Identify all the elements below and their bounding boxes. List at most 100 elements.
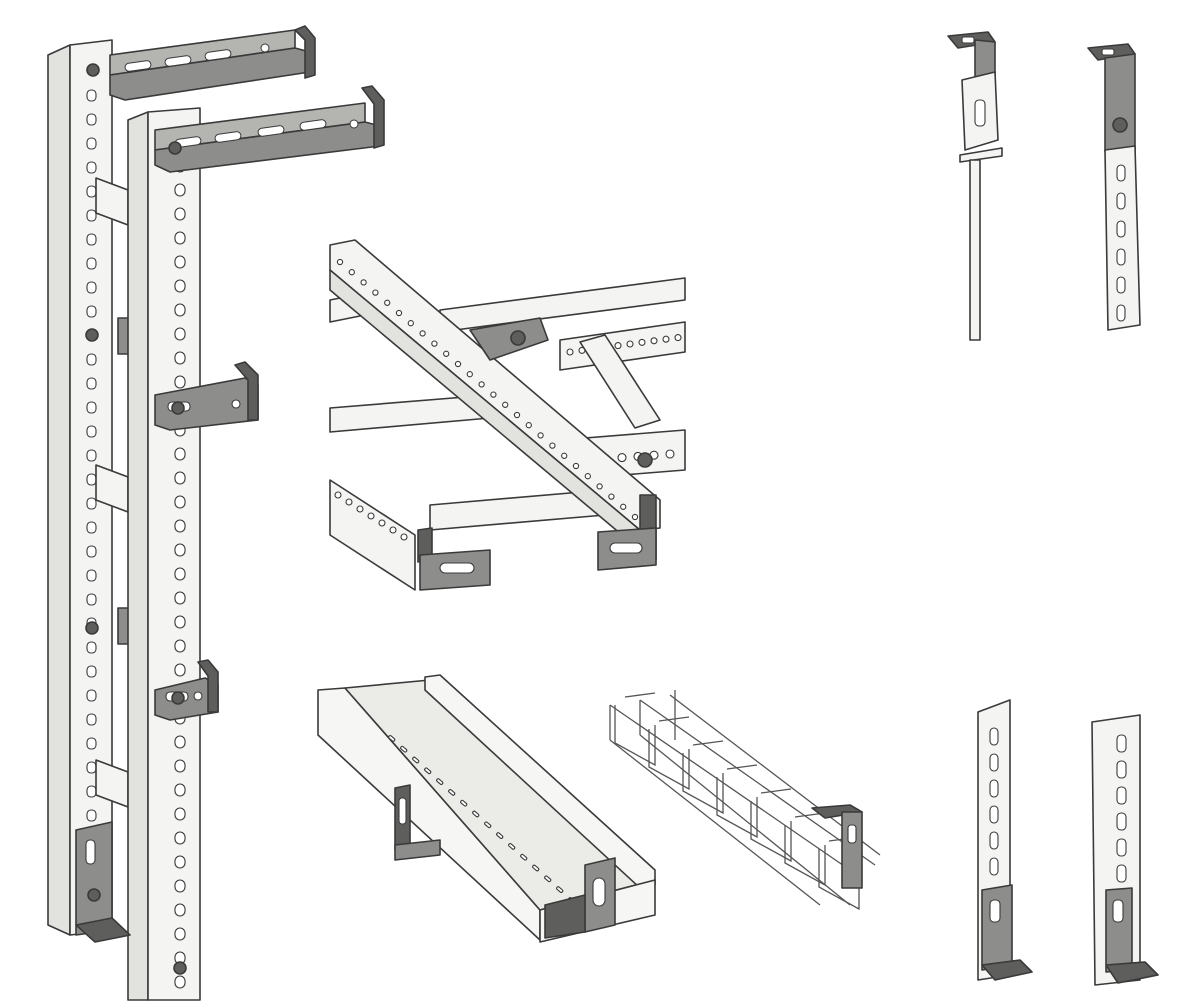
- rail-hole: [86, 401, 97, 414]
- tray-perforation: [472, 810, 480, 818]
- ladder-hole: [384, 299, 391, 306]
- cable-ladder-assembly: [329, 239, 686, 591]
- rail-hole: [86, 473, 97, 486]
- rail-hole: [174, 759, 186, 773]
- rail-hole: [174, 255, 186, 269]
- mesh-wire: [726, 764, 758, 770]
- rail-hole: [174, 279, 186, 293]
- mesh-wire: [639, 699, 876, 866]
- ladder-hole: [620, 503, 627, 510]
- back-wall-rail: [47, 39, 113, 936]
- rail-hole: [174, 831, 186, 845]
- tray-perforation: [388, 735, 396, 742]
- long-cantilever-bracket-front: [154, 85, 385, 173]
- strut-slots: [1116, 164, 1126, 322]
- short-bracket-lower: [154, 659, 219, 721]
- strut-slot: [989, 727, 999, 746]
- ladder-hole: [407, 320, 414, 327]
- ladder-hole: [372, 289, 379, 296]
- ladder-hole: [367, 512, 375, 520]
- rail-hole: [86, 161, 97, 174]
- rail-hole: [86, 761, 97, 774]
- ladder-hole: [638, 338, 646, 346]
- tray-perforation: [412, 756, 420, 764]
- tray-perforation: [520, 853, 528, 861]
- rail-hole: [174, 375, 186, 389]
- ladder-hole: [566, 348, 574, 356]
- ladder-hole: [419, 330, 426, 337]
- rail-hole: [86, 305, 97, 318]
- rail-hole: [86, 377, 97, 390]
- rail-screws: [85, 328, 187, 975]
- ladder-hole: [650, 337, 658, 345]
- rail-hole: [174, 471, 186, 485]
- strut-slot: [1116, 276, 1126, 294]
- ladder-hole: [360, 279, 367, 286]
- rail-hole: [86, 137, 97, 150]
- strut-slot: [989, 857, 999, 876]
- tray-bracket-left: [394, 784, 441, 861]
- rail-hole: [86, 425, 97, 438]
- rail-hole: [174, 975, 186, 989]
- rail-hole: [174, 183, 186, 197]
- ladder-hole: [584, 473, 591, 480]
- slotted-strut-hanger: [1087, 43, 1141, 331]
- ladder-hole: [513, 411, 521, 419]
- strut-slot: [1116, 864, 1127, 883]
- ladder-foot-bracket-left: [417, 527, 491, 591]
- mesh-wire: [750, 801, 792, 863]
- tray-bracket-right: [544, 857, 616, 939]
- rail-hole: [174, 567, 186, 581]
- ladder-hole: [537, 432, 544, 439]
- rail-hole: [174, 879, 186, 893]
- rail-hole: [86, 281, 97, 294]
- ladder-hole: [334, 491, 342, 499]
- strut-slot: [989, 805, 999, 824]
- rail-hole: [174, 735, 186, 749]
- rail-hole: [86, 785, 97, 798]
- ladder-hole: [431, 340, 438, 347]
- ladder-hole: [400, 533, 408, 541]
- rail-hole: [174, 519, 186, 533]
- strut-slot: [1116, 220, 1126, 238]
- ladder-hole: [674, 334, 682, 342]
- mesh-wire: [609, 704, 851, 871]
- tray-perforation: [556, 886, 564, 893]
- tray-perforation: [496, 832, 504, 839]
- ladder-clamp-top: [469, 317, 549, 361]
- mesh-wire: [609, 739, 821, 906]
- rail-foot-bracket: [75, 821, 131, 943]
- rail-hole: [86, 353, 97, 366]
- rail-hole: [86, 89, 97, 102]
- tray-perforation: [508, 843, 516, 850]
- rail-hole: [174, 855, 186, 869]
- front-rail-holes: [174, 159, 186, 989]
- rail-cross-links: [95, 177, 131, 808]
- rail-hole: [86, 665, 97, 678]
- rail-hole: [86, 737, 97, 750]
- rail-hole: [86, 569, 97, 582]
- rail-hole: [86, 713, 97, 726]
- strut-slot: [1116, 786, 1127, 805]
- rail-hole: [86, 113, 97, 126]
- ladder-hole: [572, 462, 580, 470]
- tray-perforation: [532, 864, 540, 872]
- mesh-wire: [648, 729, 690, 791]
- tray-perforation: [448, 789, 456, 796]
- threaded-rod-hanger: [947, 31, 1003, 341]
- mesh-wire: [716, 777, 758, 839]
- ladder-hole: [490, 391, 497, 398]
- rail-hole: [86, 689, 97, 702]
- strut-slot: [1116, 304, 1126, 322]
- ladder-hole: [466, 371, 473, 378]
- rail-hole: [174, 807, 186, 821]
- rail-hole: [86, 209, 97, 222]
- front-wall-rail: [127, 107, 201, 1001]
- strut-slot: [1116, 760, 1127, 779]
- ladder-hole: [378, 519, 386, 527]
- tray-perforation: [544, 875, 552, 883]
- ladder-hole: [443, 350, 450, 357]
- ladder-hole: [626, 340, 634, 348]
- strut-slot: [989, 753, 999, 772]
